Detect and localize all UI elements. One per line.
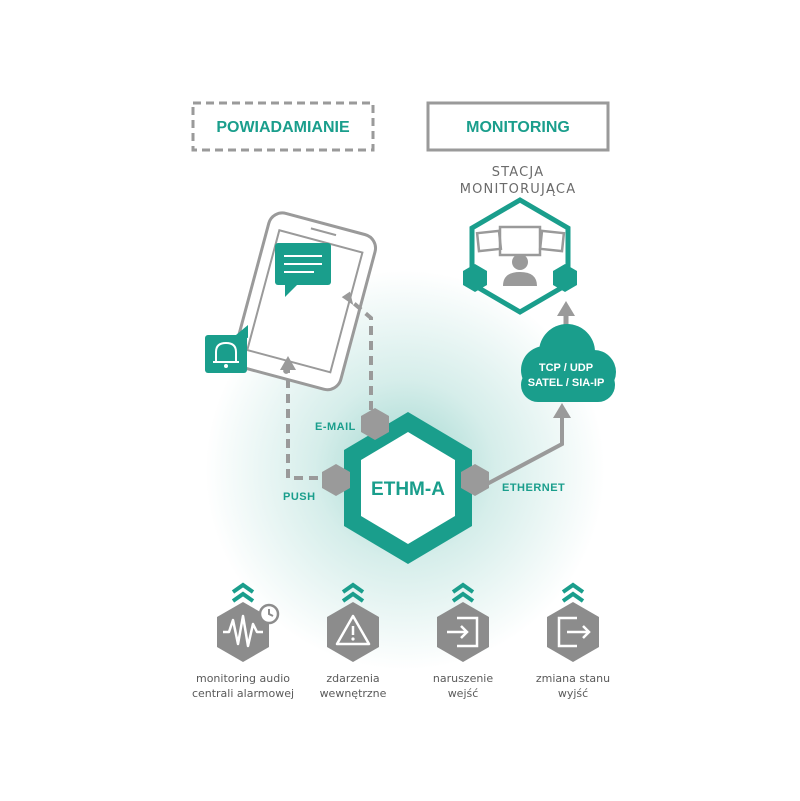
email-label: E-MAIL: [315, 421, 356, 433]
station-label-line1: STACJA: [492, 165, 545, 180]
feature-label-line2: wewnętrzne: [320, 687, 387, 700]
feature-4: zmiana stanu wyjść: [536, 582, 610, 700]
monitoring-station-icon: [463, 197, 577, 315]
monitoring-box: MONITORING: [426, 101, 610, 152]
input-icon: [447, 616, 479, 648]
chevron-up-icon: [341, 582, 365, 603]
feature-3: naruszenie wejść: [433, 582, 494, 700]
protocol-cloud: TCP / UDP SATEL / SIA-IP: [521, 324, 616, 402]
station-label-line2: MONITORUJĄCA: [460, 182, 577, 197]
feature-label-line1: zdarzenia: [326, 672, 379, 685]
email-connector: [361, 408, 389, 440]
chevron-up-icon: [231, 582, 255, 603]
feature-1: monitoring audio centrali alarmowej: [192, 582, 294, 700]
output-icon: [557, 616, 591, 648]
ethm-a-hub: ETHM-A: [344, 412, 472, 564]
cloud-label-line2: SATEL / SIA-IP: [528, 377, 605, 389]
feature-row: monitoring audio centrali alarmowej zdarze…: [192, 582, 610, 700]
feature-label-line2: centrali alarmowej: [192, 687, 294, 700]
waveform-icon: [223, 603, 280, 648]
chat-bubble-icon: [275, 243, 331, 297]
ethernet-label: ETHERNET: [502, 482, 565, 494]
chevron-up-icon: [451, 582, 475, 603]
bell-icon: [205, 325, 248, 373]
feature-label-line2: wyjść: [558, 687, 588, 700]
hub-label: ETHM-A: [371, 479, 445, 500]
feature-label-line1: zmiana stanu: [536, 672, 610, 685]
feature-2: zdarzenia wewnętrzne: [320, 582, 387, 700]
warning-icon: [335, 614, 371, 646]
chevron-up-icon: [561, 582, 585, 603]
push-path: [286, 364, 318, 480]
monitoring-label: MONITORING: [466, 119, 570, 136]
ethernet-connector: [461, 464, 489, 496]
feature-label-line2: wejść: [448, 687, 479, 700]
push-connector: [322, 464, 350, 496]
cloud-label-line1: TCP / UDP: [539, 362, 593, 374]
push-label: PUSH: [283, 491, 316, 503]
notification-label: POWIADAMIANIE: [216, 119, 350, 136]
notification-box: POWIADAMIANIE: [191, 101, 375, 152]
feature-hexagon: [217, 602, 269, 662]
feature-label-line1: naruszenie: [433, 672, 494, 685]
feature-label-line1: monitoring audio: [196, 672, 290, 685]
email-path: [348, 298, 373, 410]
